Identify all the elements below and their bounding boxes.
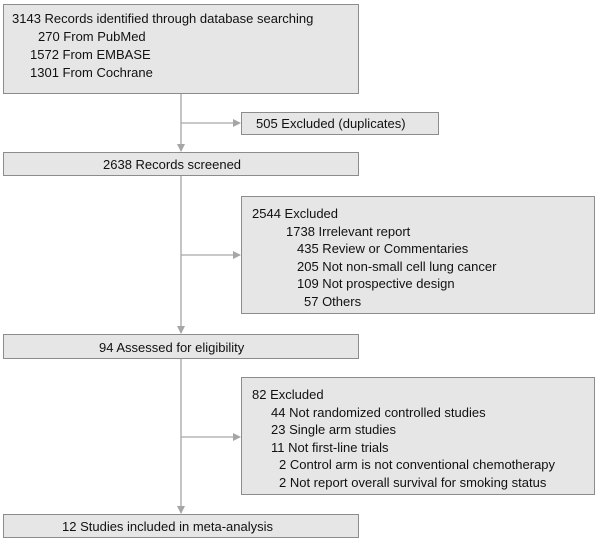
eligibility-reason: 44 Not randomized controlled studies [271, 405, 486, 420]
eligibility-excluded-box: 82 Excluded 44 Not randomized controlled… [241, 377, 595, 495]
screened-label: 2638 Records screened [103, 157, 242, 172]
screening-reason: 205 Not non-small cell lung cancer [297, 259, 497, 274]
screening-reason: 109 Not prospective design [297, 276, 455, 291]
included-label: 12 Studies included in meta-analysis [62, 519, 274, 534]
duplicates-excluded-label: 505 Excluded (duplicates) [256, 116, 406, 131]
screening-excluded-box: 2544 Excluded 1738 Irrelevant report 435… [241, 196, 595, 314]
screening-reason: 57 Others [304, 294, 362, 309]
identification-total: 3143 Records identified through database… [12, 11, 314, 26]
eligibility-label: 94 Assessed for eligibility [99, 340, 245, 355]
screened-box: 2638 Records screened [3, 152, 359, 176]
source-embase: 1572 From EMBASE [30, 47, 151, 62]
source-cochrane: 1301 From Cochrane [30, 65, 153, 80]
included-box: 12 Studies included in meta-analysis [3, 514, 359, 538]
eligibility-box: 94 Assessed for eligibility [3, 334, 359, 359]
source-pubmed: 270 From PubMed [38, 29, 146, 44]
screening-excluded-total: 2544 Excluded [252, 206, 339, 221]
duplicates-excluded-box: 505 Excluded (duplicates) [241, 112, 439, 135]
identification-box: 3143 Records identified through database… [3, 4, 359, 94]
eligibility-reason: 2 Not report overall survival for smokin… [279, 475, 547, 490]
screening-reason: 1738 Irrelevant report [286, 224, 411, 239]
screening-reason: 435 Review or Commentaries [297, 241, 469, 256]
eligibility-reason: 11 Not first-line trials [271, 440, 389, 455]
eligibility-reason: 23 Single arm studies [271, 422, 397, 437]
eligibility-reason: 2 Control arm is not conventional chemot… [279, 457, 556, 472]
eligibility-excluded-total: 82 Excluded [252, 387, 324, 402]
